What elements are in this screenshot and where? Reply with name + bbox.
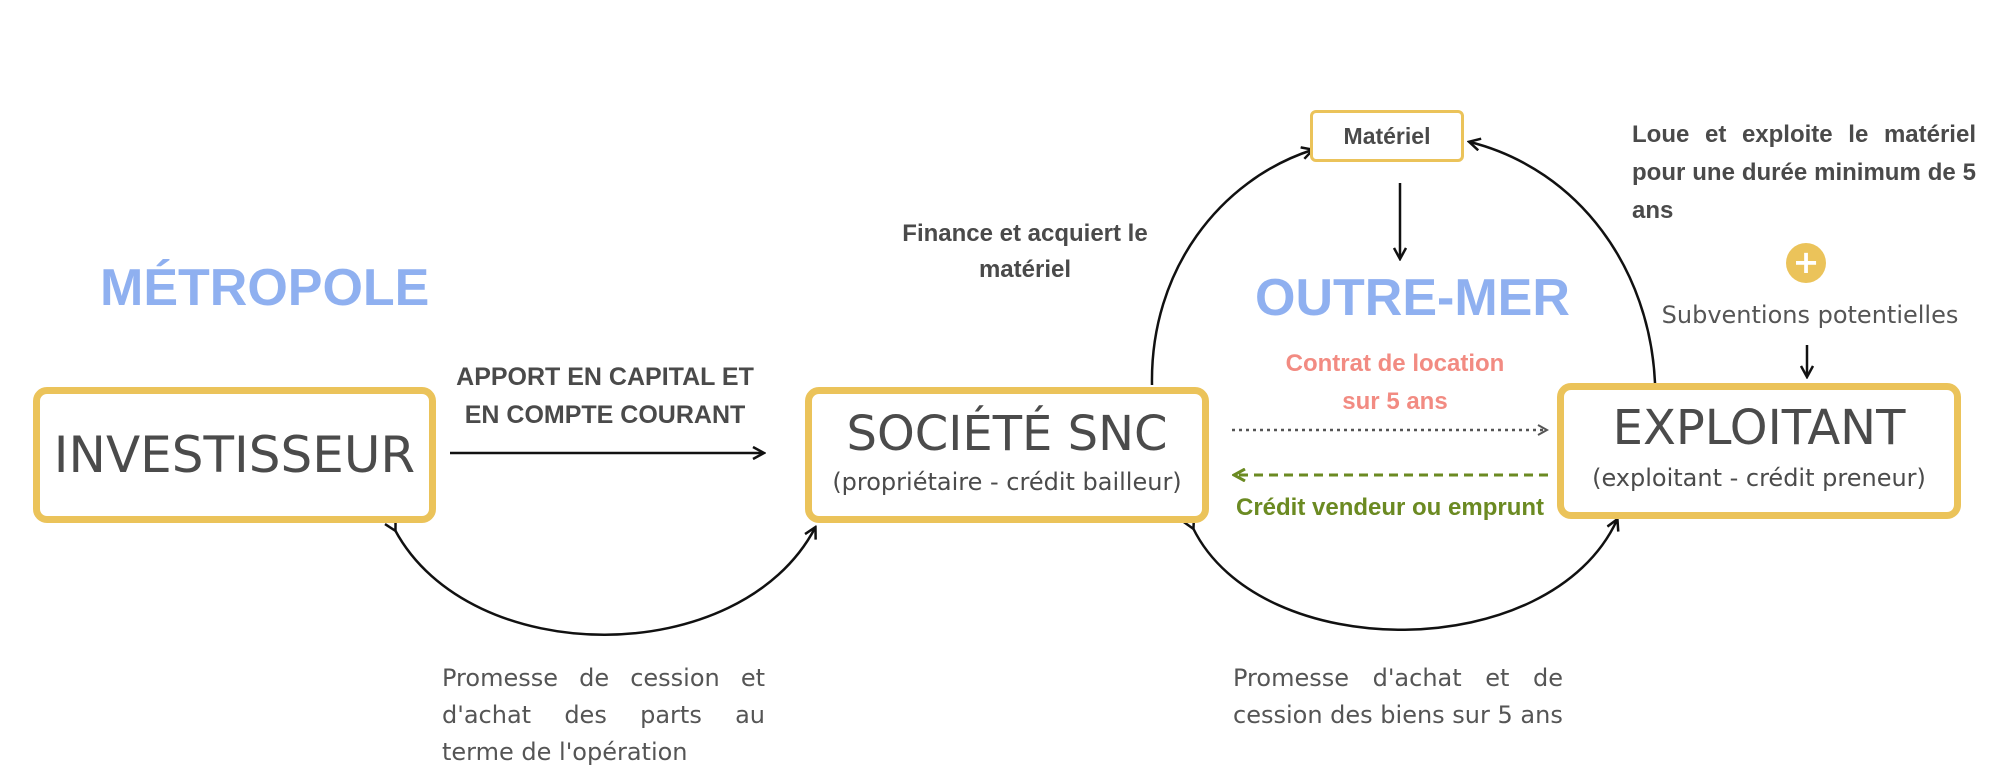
societe-node: SOCIÉTÉ SNC (propriétaire - crédit baill… [805, 387, 1209, 523]
plus-symbol: + [1792, 243, 1820, 281]
finance-arc [1150, 150, 1312, 386]
materiel-node: Matériel [1310, 110, 1464, 162]
outremer-label: OUTRE-MER [1255, 269, 1570, 327]
credit-label: Crédit vendeur ou emprunt [1235, 494, 1545, 521]
plus-icon: + [1786, 243, 1826, 283]
investisseur-title: INVESTISSEUR [53, 426, 416, 484]
contrat-label: Contrat de location sur 5 ans [1285, 350, 1505, 415]
exploitant-node: EXPLOITANT (exploitant - crédit preneur) [1557, 383, 1961, 519]
loue-arc [1470, 142, 1657, 384]
loue-label: Loue et exploite le matériel pour une du… [1632, 121, 1976, 224]
promesse-parts-text: Promesse de cession et d'achat des parts… [442, 664, 765, 766]
materiel-title: Matériel [1343, 123, 1431, 149]
subventions-label: Subventions potentielles [1661, 301, 1959, 329]
investisseur-node: INVESTISSEUR [33, 387, 436, 523]
exploitant-subtitle: (exploitant - crédit preneur) [1592, 464, 1926, 492]
promesse-biens-text: Promesse d'achat et de cession des biens… [1233, 664, 1563, 729]
finance-label: Finance et acquiert le matériel [902, 220, 1148, 283]
societe-subtitle: (propriétaire - crédit bailleur) [832, 468, 1182, 496]
apport-label: APPORT EN CAPITAL ET EN COMPTE COURANT [456, 363, 754, 429]
promesse-biens-arc [1193, 520, 1617, 631]
societe-title: SOCIÉTÉ SNC [846, 406, 1168, 462]
exploitant-title: EXPLOITANT [1612, 400, 1906, 456]
metropole-label: MÉTROPOLE [100, 259, 430, 317]
promesse-parts-arc [395, 528, 815, 636]
